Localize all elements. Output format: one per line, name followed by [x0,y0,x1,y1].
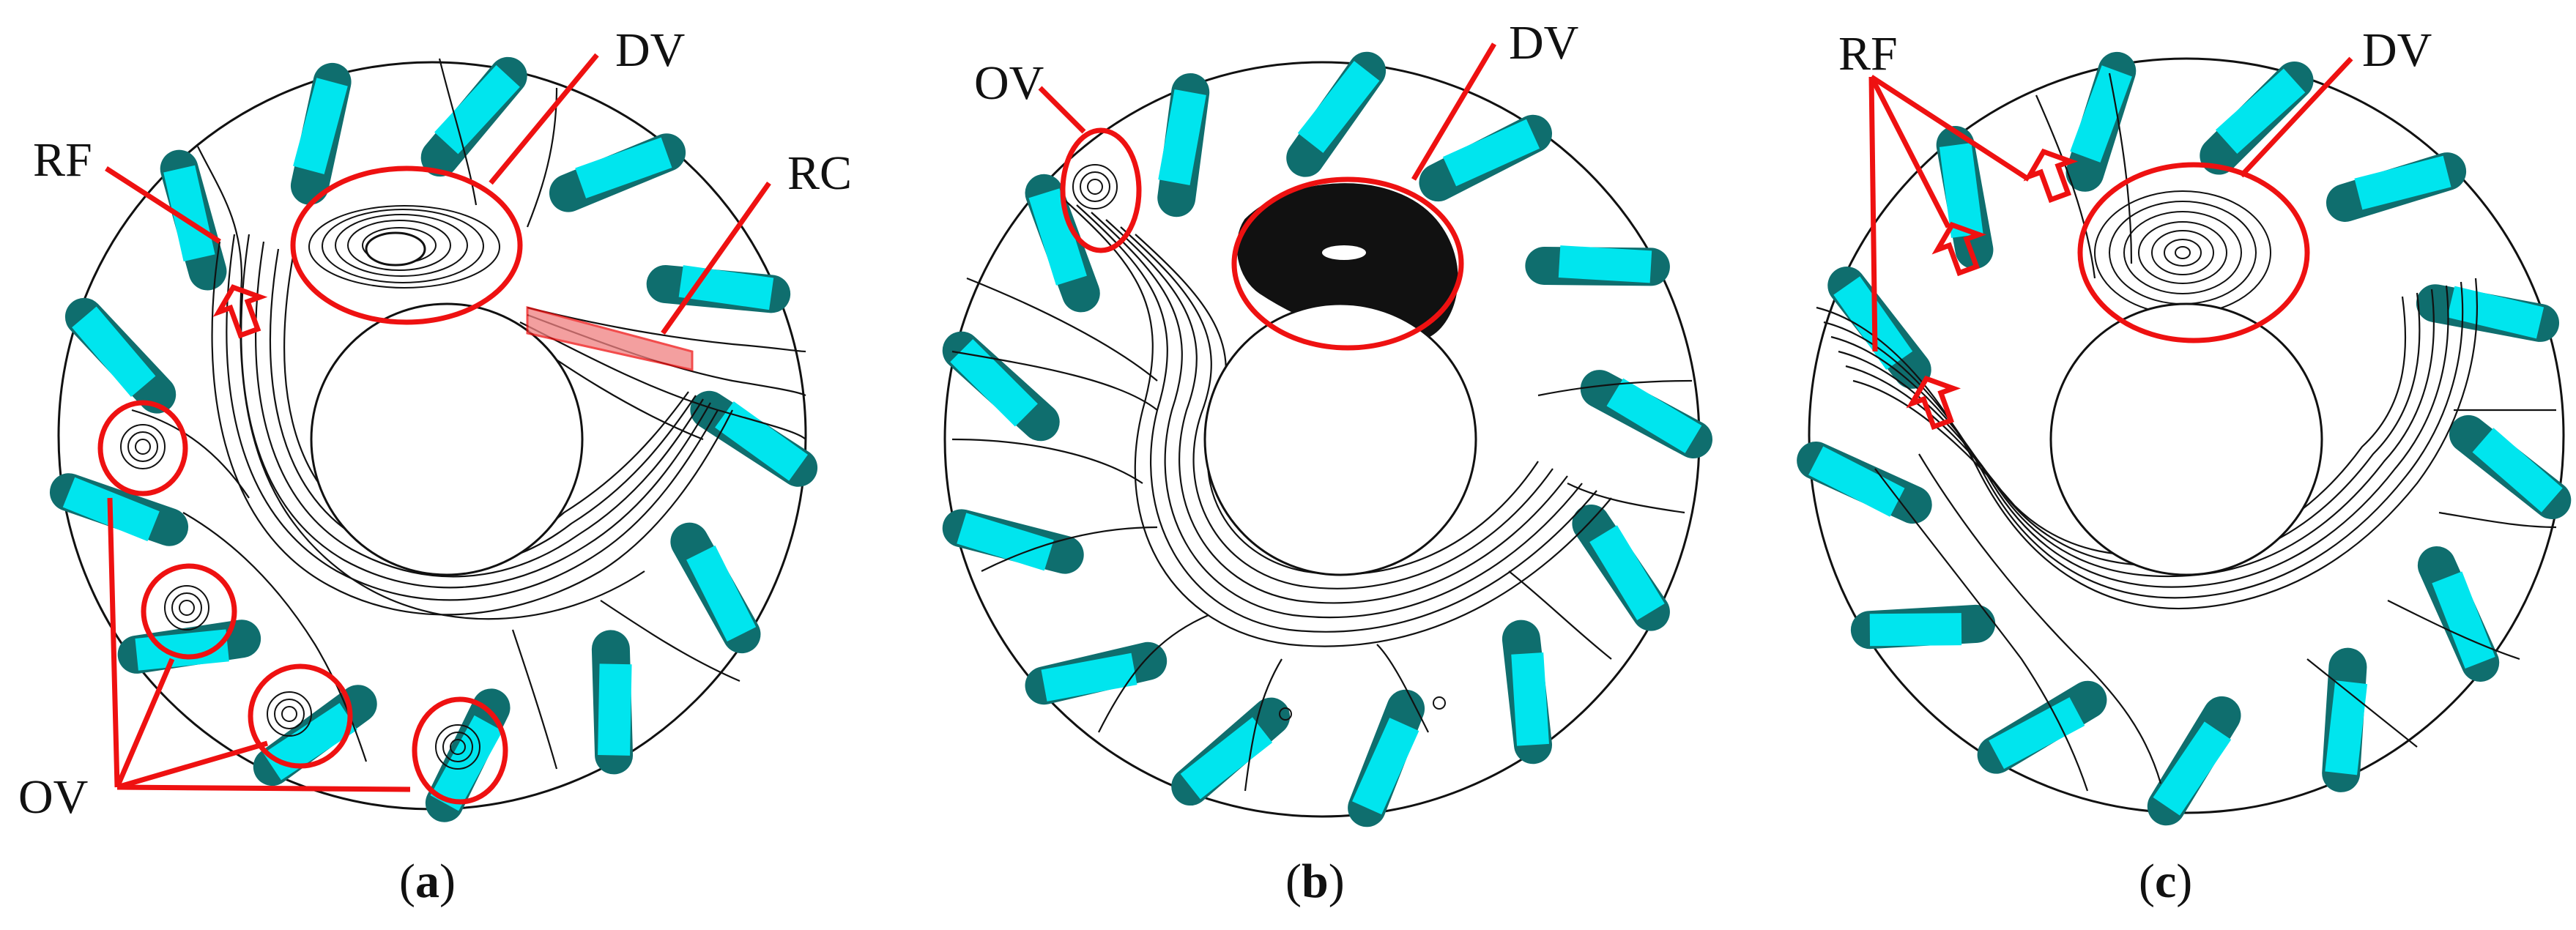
recirculation-band [526,306,694,371]
dominant-vortex [1236,183,1458,342]
impeller-blade [1808,446,1905,517]
impeller-blade [1939,143,1983,238]
label-dv: DV [1509,16,1578,70]
impeller-blade [434,64,520,155]
label-rf: RF [33,133,92,187]
impeller-blade [2153,721,2232,816]
dominant-vortex [2094,190,2271,315]
panel-a: DV RF RC OV (a) [18,23,852,908]
inner-hub [1203,302,1477,576]
impeller-blade [1989,697,2085,770]
label-ov: OV [18,770,88,824]
impeller-blade [1180,717,1273,800]
impeller-blade [1589,525,1665,621]
impeller-blade [957,513,1054,571]
label-dv: DV [615,23,685,77]
label-ov: OV [974,56,1044,110]
impeller-blade [686,545,757,641]
impeller-blade [2472,428,2563,513]
impeller-blade [1158,89,1206,185]
panel-caption-c: (c) [2139,855,2192,908]
impeller-blade [1297,61,1380,153]
impeller-blade [163,165,215,262]
streamlines [951,197,1693,792]
blade-group [1797,51,2572,826]
label-dv: DV [2362,23,2432,77]
impeller-blade [263,702,357,781]
impeller-blade [2447,286,2545,339]
impeller-blade [1511,652,1549,746]
impeller-blade [575,137,672,198]
impeller-blade [1606,378,1702,453]
impeller-blade [1041,652,1137,702]
annotations [97,53,771,805]
panel-caption-a: (a) [399,855,456,908]
annotations [1038,42,1497,351]
impeller-blade [72,306,156,398]
impeller-blade [2354,155,2451,210]
impeller-blade [598,663,632,756]
dominant-vortex [308,205,500,289]
label-rf: RF [1838,27,1898,81]
impeller-blade [950,339,1038,427]
small-vortices [1072,164,1446,721]
impeller-blade [1442,119,1540,187]
annotations [1868,56,2353,431]
impeller-blade [1558,245,1652,283]
impeller-blade [293,78,348,174]
panel-caption-b: (b) [1285,855,1345,908]
impeller-blade [1869,613,1962,647]
inner-hub [310,302,584,576]
impeller-blade [2215,68,2306,155]
panel-c: RF DV (c) [1797,23,2572,908]
impeller-blade [430,715,503,811]
impeller-blade [2432,571,2495,669]
impeller-blade [715,401,808,481]
impeller-blade [1352,718,1419,815]
blade-group [942,51,1712,827]
panel-b: OV DV (b) [942,16,1712,908]
impeller-blade [2325,680,2368,775]
inner-hub [2049,302,2323,576]
impeller-blade [1028,188,1087,286]
small-vortices [120,424,480,770]
label-rc: RC [787,146,852,200]
impeller-blade [135,629,229,671]
